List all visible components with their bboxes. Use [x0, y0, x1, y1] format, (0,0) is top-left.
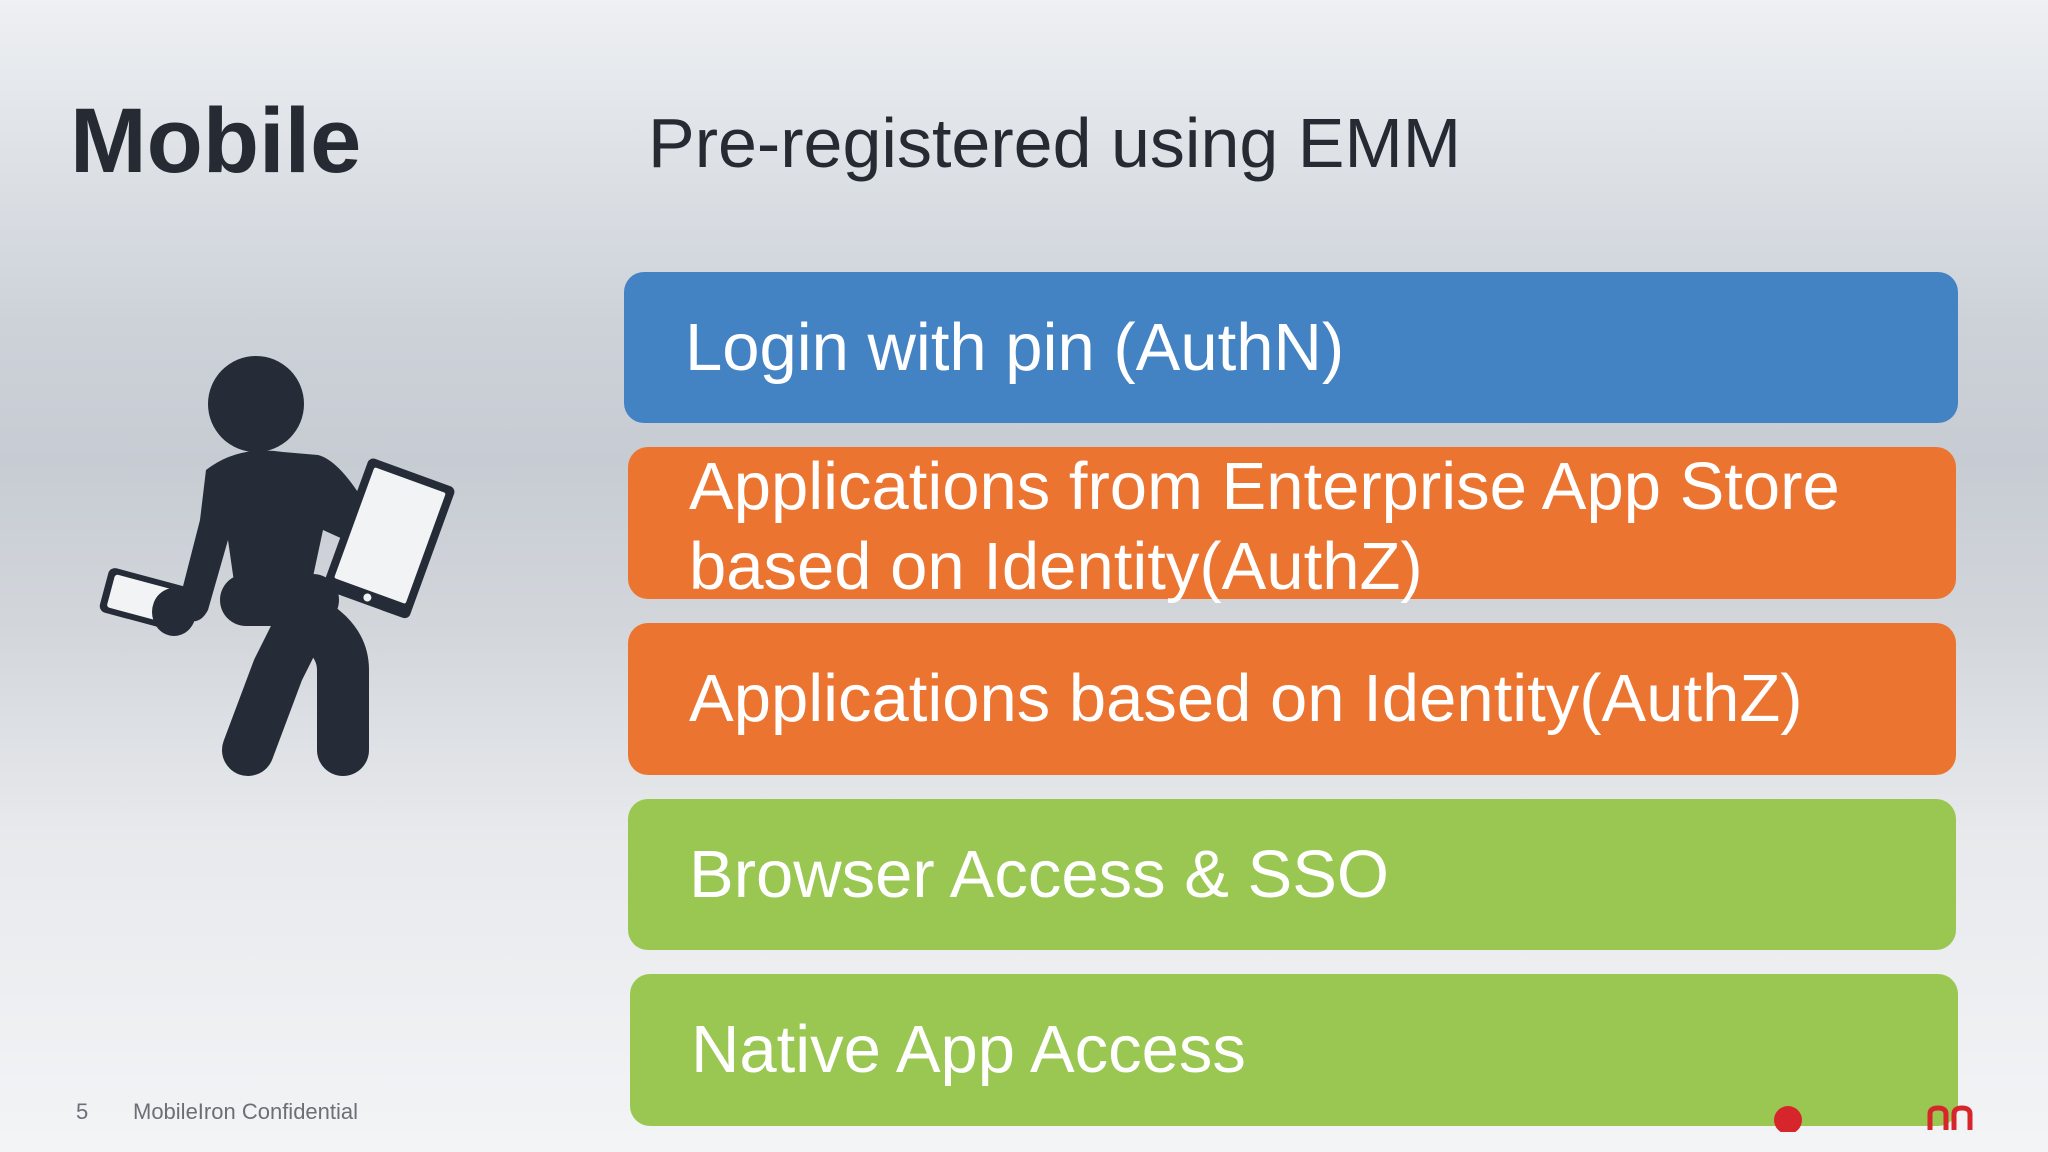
list-item-label: Native App Access — [691, 1012, 1246, 1087]
list-item-label: Applications based on Identity(AuthZ) — [689, 661, 1803, 736]
confidential-label: MobileIron Confidential — [133, 1099, 359, 1124]
list-item-native-app-access: Native App Access — [630, 974, 1958, 1126]
person-walking-with-devices-icon — [99, 356, 455, 776]
page-number: 5 — [76, 1099, 89, 1124]
list-item-label: Login with pin (AuthN) — [685, 309, 1345, 385]
list-item-label: Browser Access & SSO — [689, 836, 1389, 912]
list-item-label: Applications from Enterprise App Store b… — [689, 449, 1840, 604]
slide-title: Mobile — [70, 90, 362, 192]
mobileiron-logo-icon — [1774, 1105, 1973, 1132]
list-item-browser-access-sso: Browser Access & SSO — [628, 799, 1956, 950]
slide-subtitle: Pre-registered using EMM — [648, 104, 1462, 182]
list-item-enterprise-app-store: Applications from Enterprise App Store b… — [628, 447, 1956, 604]
list-item-applications-identity: Applications based on Identity(AuthZ) — [628, 623, 1956, 775]
list-item-login-with-pin: Login with pin (AuthN) — [624, 272, 1958, 423]
